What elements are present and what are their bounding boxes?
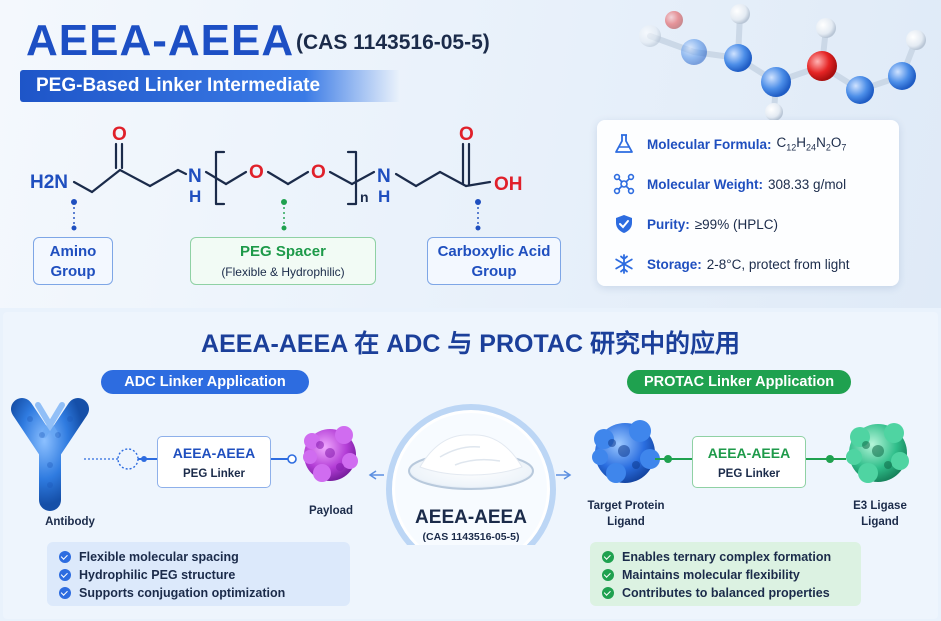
ether-o-2: O xyxy=(311,162,326,183)
peg-label-line2: (Flexible & Hydrophilic) xyxy=(221,265,345,279)
protac-linker-name: AEEA-AEEA xyxy=(707,445,791,461)
list-item: Supports conjugation optimization xyxy=(59,584,338,602)
list-item: Maintains molecular flexibility xyxy=(602,566,849,584)
acid-label-line1: Carboxylic Acid xyxy=(437,243,551,260)
adc-linker-sub: PEG Linker xyxy=(183,468,245,480)
protac-application-pill: PROTAC Linker Application xyxy=(627,370,851,394)
check-icon xyxy=(59,551,71,563)
protac-benefits-list: Enables ternary complex formation Mainta… xyxy=(590,542,861,606)
formula-value: C12H24N2O7 xyxy=(776,135,847,153)
subtitle-banner xyxy=(20,70,400,102)
cas-number: (CAS 1143516-05-5) xyxy=(296,31,490,54)
amide-n-1: N xyxy=(188,166,202,187)
payload-caption: Payload xyxy=(308,505,354,517)
acid-label-line2: Group xyxy=(471,263,517,280)
repeat-n: n xyxy=(360,189,369,205)
list-item: Hydrophilic PEG structure xyxy=(59,566,338,584)
amide-h-2: H xyxy=(378,187,390,206)
amino-group-label: Amino Group xyxy=(33,237,113,285)
protac-linker-box: AEEA-AEEA PEG Linker xyxy=(692,436,806,488)
list-item: Enables ternary complex formation xyxy=(602,548,849,566)
storage-value: 2-8°C, protect from light xyxy=(706,256,850,272)
page-title: AEEA-AEEA xyxy=(26,16,295,65)
check-icon xyxy=(602,587,614,599)
carboxylic-acid-label: Carboxylic Acid Group xyxy=(427,237,561,285)
molecule-model-decoration xyxy=(639,4,926,120)
amide-n-2: N xyxy=(377,166,391,187)
list-item: Contributes to balanced properties xyxy=(602,584,849,602)
adc-application-pill: ADC Linker Application xyxy=(101,370,309,394)
shield-check-icon xyxy=(611,212,637,236)
payload-icon xyxy=(303,426,358,482)
snowflake-icon xyxy=(611,252,637,276)
page-subtitle: PEG-Based Linker Intermediate xyxy=(36,75,321,96)
center-product-cas: (CAS 1143516-05-5) xyxy=(422,531,520,543)
target-protein-icon xyxy=(592,420,660,483)
application-diagram xyxy=(11,398,909,545)
check-icon xyxy=(59,587,71,599)
weight-value: 308.33 g/mol xyxy=(768,176,847,192)
center-product-name: AEEA-AEEA xyxy=(415,507,527,528)
weight-label: Molecular Weight: xyxy=(647,176,764,192)
properties-card: Molecular Formula: C12H24N2O7 Molecular … xyxy=(597,120,899,286)
molecule-icon xyxy=(611,172,637,196)
check-icon xyxy=(602,569,614,581)
amino-label-line2: Group xyxy=(50,263,96,280)
purity-label: Purity: xyxy=(647,216,690,232)
protac-linker-sub: PEG Linker xyxy=(718,468,780,480)
purity-value: ≥99% (HPLC) xyxy=(694,216,778,232)
flask-icon xyxy=(611,132,637,156)
formula-label: Molecular Formula: xyxy=(647,136,772,152)
adc-linker-name: AEEA-AEEA xyxy=(172,445,256,461)
formula-row: Molecular Formula: C12H24N2O7 xyxy=(611,132,846,156)
storage-label: Storage: xyxy=(647,256,702,272)
peg-spacer-label: PEG Spacer (Flexible & Hydrophilic) xyxy=(190,237,376,285)
adc-linker-box: AEEA-AEEA PEG Linker xyxy=(157,436,271,488)
check-icon xyxy=(602,551,614,563)
check-icon xyxy=(59,569,71,581)
acid-oh: OH xyxy=(494,174,523,195)
adc-benefits-list: Flexible molecular spacing Hydrophilic P… xyxy=(47,542,350,606)
amine-h2n: H2N xyxy=(30,172,68,193)
ether-o-1: O xyxy=(249,162,264,183)
chemical-structure: H2N O N H O O n N H O OH xyxy=(30,124,523,231)
list-item: Flexible molecular spacing xyxy=(59,548,338,566)
purity-row: Purity: ≥99% (HPLC) xyxy=(611,212,778,236)
antibody-icon xyxy=(11,398,89,511)
storage-row: Storage: 2-8°C, protect from light xyxy=(611,252,849,276)
amino-label-line1: Amino xyxy=(49,243,97,260)
applications-title: AEEA-AEEA 在 ADC 与 PROTAC 研究中的应用 xyxy=(201,330,740,358)
peg-label-line1: PEG Spacer xyxy=(240,243,326,260)
e3-ligase-icon xyxy=(846,423,909,483)
acid-o: O xyxy=(459,124,474,145)
amide-h-1: H xyxy=(189,187,201,206)
carbonyl-o: O xyxy=(112,124,127,145)
weight-row: Molecular Weight: 308.33 g/mol xyxy=(611,172,846,196)
product-dish-image xyxy=(386,404,556,545)
antibody-caption: Antibody xyxy=(45,516,95,528)
